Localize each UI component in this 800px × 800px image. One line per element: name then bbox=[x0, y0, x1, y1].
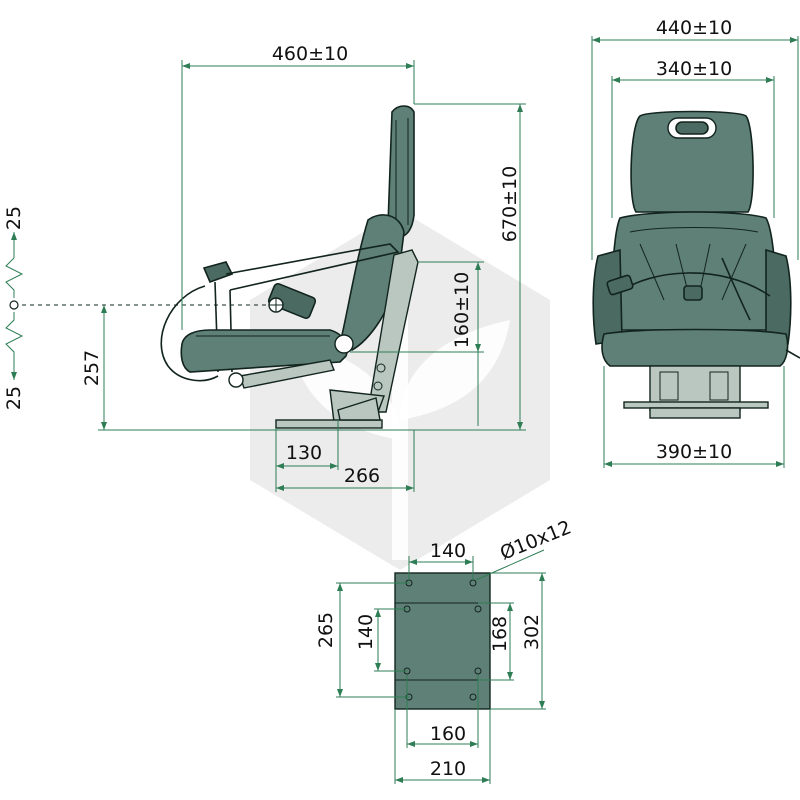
dimension-plate-width: 210 bbox=[394, 709, 491, 784]
dimension-base-depth: 266 bbox=[276, 430, 415, 492]
dim-adjust-up: 25 bbox=[3, 206, 25, 230]
dimension-front-backrest-width: 340±10 bbox=[611, 58, 775, 218]
side-view-seat bbox=[160, 105, 419, 429]
front-view-seat bbox=[592, 110, 800, 419]
mounting-plate bbox=[394, 572, 491, 710]
dim-plate-right-outer: 302 bbox=[521, 614, 543, 650]
mount-hole bbox=[469, 693, 477, 701]
dimension-plate-right-inner: 168 bbox=[478, 602, 514, 681]
dim-base-depth: 266 bbox=[344, 465, 380, 487]
dimension-side-width: 460±10 bbox=[181, 43, 415, 330]
dim-plate-left-outer: 265 bbox=[315, 612, 337, 648]
dim-plate-left-inner: 140 bbox=[355, 614, 377, 650]
pivot-point-icon bbox=[268, 297, 284, 313]
mount-hole bbox=[474, 667, 482, 675]
dim-adjust-down: 25 bbox=[3, 386, 25, 410]
dim-plate-right-inner: 168 bbox=[489, 616, 511, 652]
dimension-plate-hole-spec: Ø10x12 bbox=[475, 516, 574, 581]
dim-plate-hole-spacing-bottom: 160 bbox=[430, 723, 466, 745]
dimension-plate-left-outer: 265 bbox=[315, 582, 409, 698]
dim-suspension-travel: 160±10 bbox=[451, 272, 473, 348]
dimension-plate-hole-spacing-bottom: 160 bbox=[406, 675, 479, 748]
dimension-seat-height: 257 bbox=[81, 305, 107, 430]
height-adjust-indicator: 25 25 bbox=[3, 206, 25, 410]
dimension-side-height: 670±10 bbox=[98, 103, 526, 431]
dim-plate-hole-spacing-top: 140 bbox=[430, 540, 466, 562]
dimension-front-total-width: 440±10 bbox=[591, 17, 799, 260]
dimension-plate-hole-spacing-top: 140 bbox=[408, 540, 474, 580]
dimension-suspension-travel: 160±10 bbox=[350, 261, 484, 426]
mount-hole bbox=[474, 605, 482, 613]
dimension-plate-right-outer: 302 bbox=[490, 572, 546, 710]
dim-front-base-width: 390±10 bbox=[656, 441, 732, 463]
dimension-plate-left-inner: 140 bbox=[355, 608, 407, 672]
dim-plate-width: 210 bbox=[430, 758, 466, 780]
dimension-front-offset: 130 bbox=[275, 420, 339, 492]
dim-front-backrest-width: 340±10 bbox=[656, 58, 732, 80]
dim-side-width: 460±10 bbox=[272, 43, 348, 65]
dim-plate-hole-spec: Ø10x12 bbox=[497, 516, 574, 564]
dim-front-total-width: 440±10 bbox=[656, 17, 732, 39]
dim-side-height: 670±10 bbox=[499, 166, 521, 242]
dim-seat-height: 257 bbox=[81, 350, 103, 386]
dimension-front-base-width: 390±10 bbox=[603, 366, 785, 468]
dim-front-offset: 130 bbox=[286, 442, 322, 464]
